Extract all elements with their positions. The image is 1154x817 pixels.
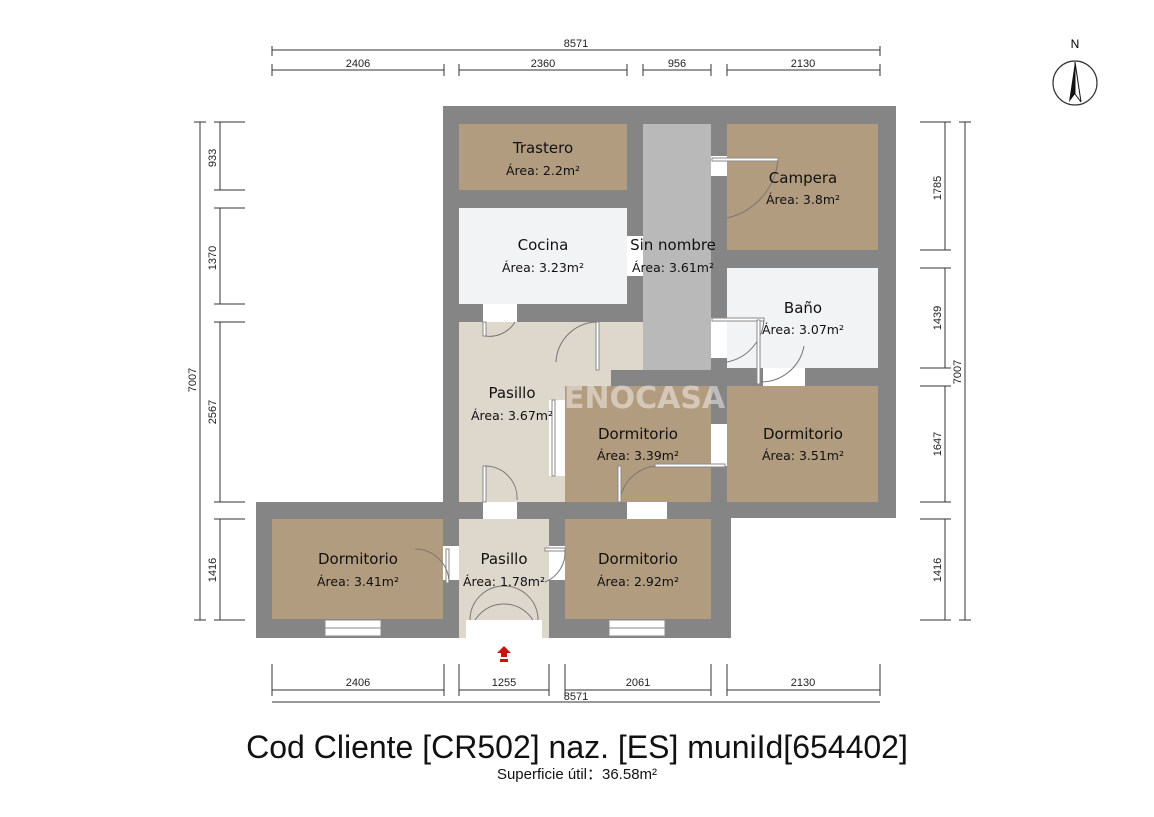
room-name-dormitorio-1: Dormitorio bbox=[598, 425, 678, 443]
room-name-trastero: Trastero bbox=[512, 139, 573, 157]
dim-right-4: 1416 bbox=[932, 558, 944, 582]
doors-windows bbox=[324, 156, 805, 639]
floor-trastero bbox=[459, 124, 627, 190]
room-name-sin-nombre: Sin nombre bbox=[630, 236, 716, 254]
dim-left-4: 1416 bbox=[207, 558, 219, 582]
dim-left-3: 2567 bbox=[207, 400, 219, 424]
room-name-dormitorio-3: Dormitorio bbox=[318, 550, 398, 568]
dim-bottom-3: 2061 bbox=[626, 677, 650, 689]
room-area-bano: Área: 3.07m² bbox=[762, 322, 844, 337]
watermark: ENOCASA bbox=[564, 381, 726, 416]
room-area-sin-nombre: Área: 3.61m² bbox=[632, 260, 714, 275]
room-name-bano: Baño bbox=[784, 299, 822, 317]
room-name-pasillo-1: Pasillo bbox=[488, 384, 535, 402]
dim-top-4: 2130 bbox=[791, 58, 815, 70]
floor-campera bbox=[727, 124, 878, 250]
floor-dormitorio-4 bbox=[565, 519, 711, 619]
dim-bottom-2: 1255 bbox=[492, 677, 516, 689]
dim-left-2: 1370 bbox=[207, 246, 219, 270]
caption: Cod Cliente [CR502] naz. [ES] muniId[654… bbox=[0, 728, 1154, 784]
room-name-campera: Campera bbox=[769, 169, 837, 187]
dim-right-3: 1647 bbox=[932, 432, 944, 456]
floor-dormitorio-1 bbox=[565, 386, 711, 502]
room-name-dormitorio-2: Dormitorio bbox=[763, 425, 843, 443]
dim-bottom-4: 2130 bbox=[791, 677, 815, 689]
floor-pasillo-2 bbox=[459, 519, 549, 638]
dim-right-total: 7007 bbox=[952, 360, 964, 384]
room-area-dormitorio-1: Área: 3.39m² bbox=[597, 448, 679, 463]
dim-top-1: 2406 bbox=[346, 58, 370, 70]
room-area-dormitorio-4: Área: 2.92m² bbox=[597, 574, 679, 589]
room-area-cocina: Área: 3.23m² bbox=[502, 260, 584, 275]
room-area-dormitorio-3: Área: 3.41m² bbox=[317, 574, 399, 589]
dim-top-2: 2360 bbox=[531, 58, 555, 70]
entrance-arrow-icon bbox=[497, 646, 511, 662]
dim-top-total: 8571 bbox=[564, 38, 588, 50]
room-name-cocina: Cocina bbox=[518, 236, 569, 254]
room-name-dormitorio-4: Dormitorio bbox=[598, 550, 678, 568]
caption-title: Cod Cliente [CR502] naz. [ES] muniId[654… bbox=[246, 729, 908, 765]
dim-right-1: 1785 bbox=[932, 176, 944, 200]
room-area-pasillo-2: Área: 1.78m² bbox=[463, 574, 545, 589]
room-name-pasillo-2: Pasillo bbox=[480, 550, 527, 568]
floor-dormitorio-3 bbox=[272, 519, 443, 619]
dim-bottom-total: 8571 bbox=[564, 691, 588, 703]
room-labels: Trastero Área: 2.2m² Campera Área: 3.8m²… bbox=[317, 139, 844, 589]
room-area-dormitorio-2: Área: 3.51m² bbox=[762, 448, 844, 463]
dim-right-2: 1439 bbox=[932, 306, 944, 330]
dim-bottom-1: 2406 bbox=[346, 677, 370, 689]
dim-top-3: 956 bbox=[668, 58, 686, 70]
room-area-trastero: Área: 2.2m² bbox=[506, 163, 580, 178]
dim-left-total: 7007 bbox=[187, 368, 199, 392]
room-area-pasillo-1: Área: 3.67m² bbox=[471, 408, 553, 423]
floor-dormitorio-2 bbox=[727, 386, 878, 502]
caption-subtitle: Superficie útil：36.58m² bbox=[496, 766, 658, 783]
floor-sin-nombre bbox=[643, 124, 711, 370]
room-area-campera: Área: 3.8m² bbox=[766, 192, 840, 207]
floor-cocina bbox=[459, 208, 627, 304]
floor-pasillo-1b bbox=[611, 322, 643, 370]
north-compass-icon: N bbox=[1052, 37, 1098, 106]
dimension-lines: 8571 2406 2360 956 2130 2406 1255 2061 bbox=[187, 38, 971, 703]
dim-left-1: 933 bbox=[207, 149, 219, 167]
north-label: N bbox=[1071, 37, 1080, 51]
